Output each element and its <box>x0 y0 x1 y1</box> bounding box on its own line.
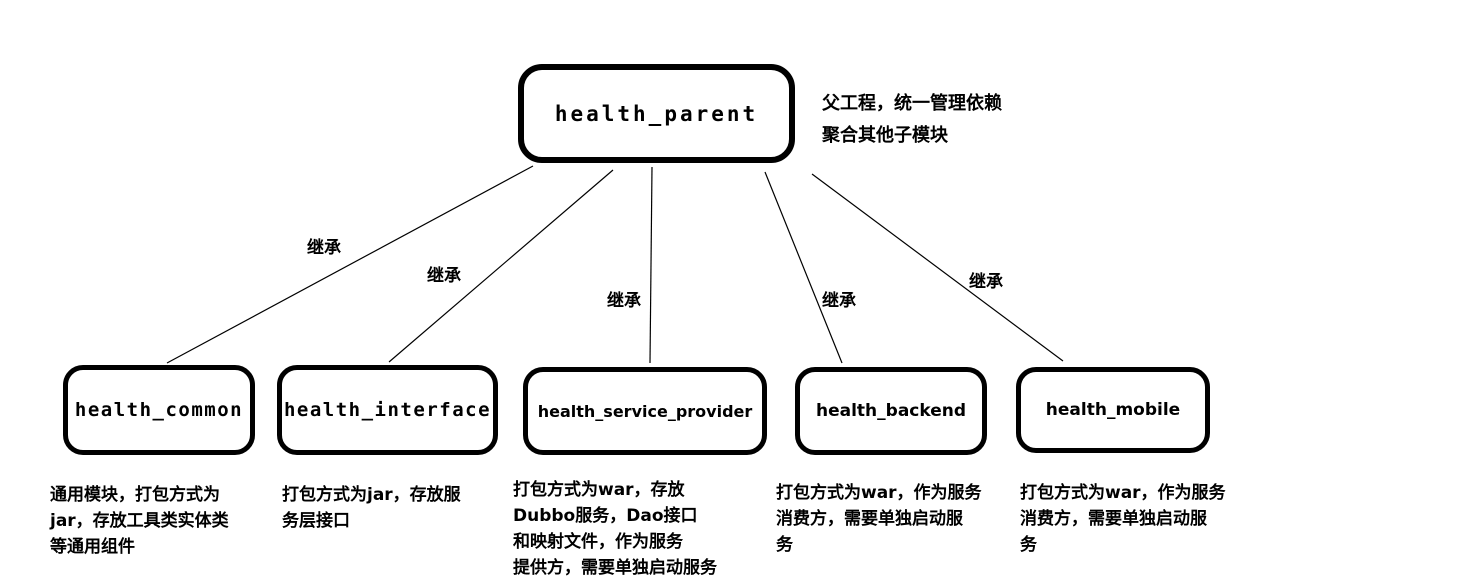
node-health-service-provider: health_service_provider <box>523 367 767 455</box>
desc-health-interface: 打包方式为jar，存放服 务层接口 <box>282 482 461 534</box>
desc-health-service-provider: 打包方式为war，存放 Dubbo服务，Dao接口 和映射文件，作为服务 提供方… <box>513 477 717 581</box>
desc-line: 务层接口 <box>282 511 350 531</box>
edge-parent-to-common <box>166 165 534 364</box>
edge-parent-to-mobile <box>811 173 1064 362</box>
desc-line: 等通用组件 <box>50 537 135 557</box>
desc-line: 提供方，需要单独启动服务 <box>513 558 717 578</box>
desc-line: 打包方式为war，作为服务 <box>1020 483 1226 503</box>
node-health-backend-label: health_backend <box>815 401 967 421</box>
node-health-mobile: health_mobile <box>1016 367 1210 453</box>
node-health-common: health_common <box>63 365 255 455</box>
desc-line: jar，存放工具类实体类 <box>50 511 229 531</box>
edge-parent-to-interface <box>388 169 614 363</box>
node-health-backend: health_backend <box>795 367 987 455</box>
parent-note-line-1: 父工程，统一管理依赖 <box>822 93 1002 114</box>
desc-line: 务 <box>1020 535 1037 555</box>
desc-line: 消费方，需要单独启动服 <box>776 509 963 529</box>
parent-note-line-2: 聚合其他子模块 <box>822 125 948 146</box>
parent-note: 父工程，统一管理依赖 聚合其他子模块 <box>822 88 1002 152</box>
node-health-interface: health_interface <box>277 365 498 455</box>
edge-parent-to-backend <box>764 171 843 364</box>
edge-label-inherit-2: 继承 <box>427 266 461 286</box>
node-health-interface-label: health_interface <box>283 399 492 421</box>
node-health-common-label: health_common <box>74 399 244 421</box>
desc-line: Dubbo服务，Dao接口 <box>513 506 698 526</box>
desc-line: 和映射文件，作为服务 <box>513 532 683 552</box>
node-health-parent: health_parent <box>518 64 795 163</box>
desc-health-mobile: 打包方式为war，作为服务 消费方，需要单独启动服 务 <box>1020 480 1226 558</box>
edge-parent-to-service-provider <box>649 166 653 364</box>
desc-line: 务 <box>776 535 793 555</box>
desc-line: 打包方式为war，作为服务 <box>776 483 982 503</box>
edge-label-inherit-1: 继承 <box>307 238 341 258</box>
node-health-service-provider-label: health_service_provider <box>537 401 753 421</box>
desc-line: 通用模块，打包方式为 <box>50 485 220 505</box>
edge-label-inherit-5: 继承 <box>969 272 1003 292</box>
desc-health-common: 通用模块，打包方式为 jar，存放工具类实体类 等通用组件 <box>50 482 229 560</box>
desc-health-backend: 打包方式为war，作为服务 消费方，需要单独启动服 务 <box>776 480 982 558</box>
desc-line: 打包方式为war，存放 <box>513 480 685 500</box>
edge-label-inherit-3: 继承 <box>607 291 641 311</box>
node-health-mobile-label: health_mobile <box>1045 400 1181 420</box>
desc-line: 打包方式为jar，存放服 <box>282 485 461 505</box>
edge-label-inherit-4: 继承 <box>822 291 856 311</box>
desc-line: 消费方，需要单独启动服 <box>1020 509 1207 529</box>
node-health-parent-label: health_parent <box>554 101 759 126</box>
